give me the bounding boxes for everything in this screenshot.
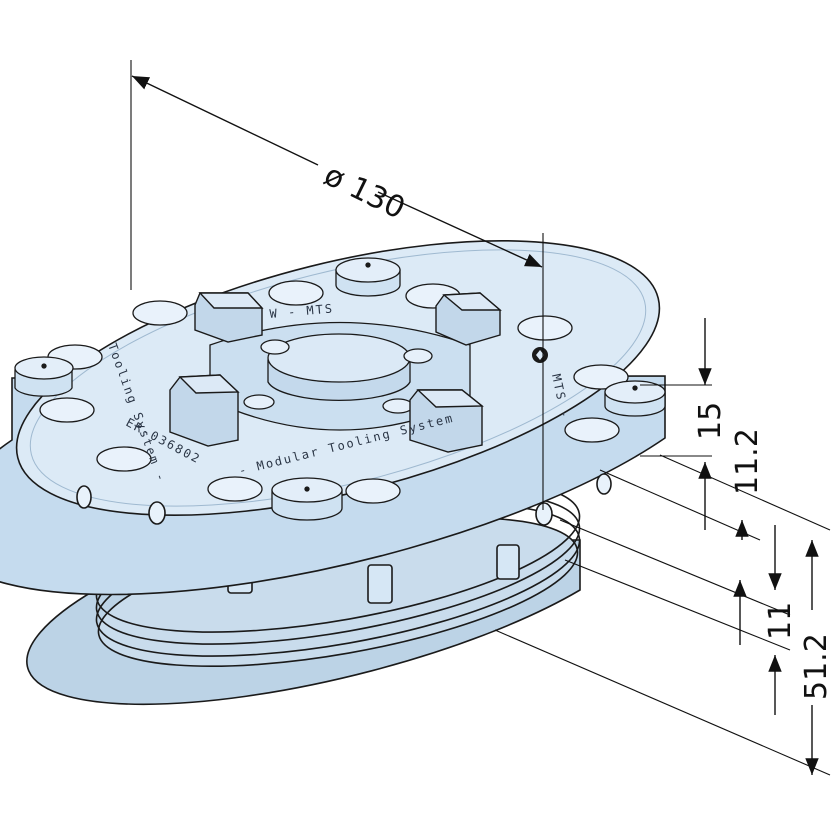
dim-11-2: 11.2 — [730, 428, 765, 495]
chuck-body: W - MTS Tooling System - ER-036802 - Mod… — [0, 239, 666, 706]
dim-15: 15 — [693, 402, 728, 440]
dim-11: 11 — [763, 602, 798, 640]
jaws — [169, 292, 502, 453]
center-boss — [209, 321, 471, 431]
engraving-top: W - MTS — [269, 301, 335, 321]
logo-mark — [532, 347, 548, 363]
dim-51-2: 51.2 — [799, 633, 834, 700]
dim-diameter: ø 130 — [318, 158, 410, 227]
locating-pegs — [14, 257, 666, 521]
